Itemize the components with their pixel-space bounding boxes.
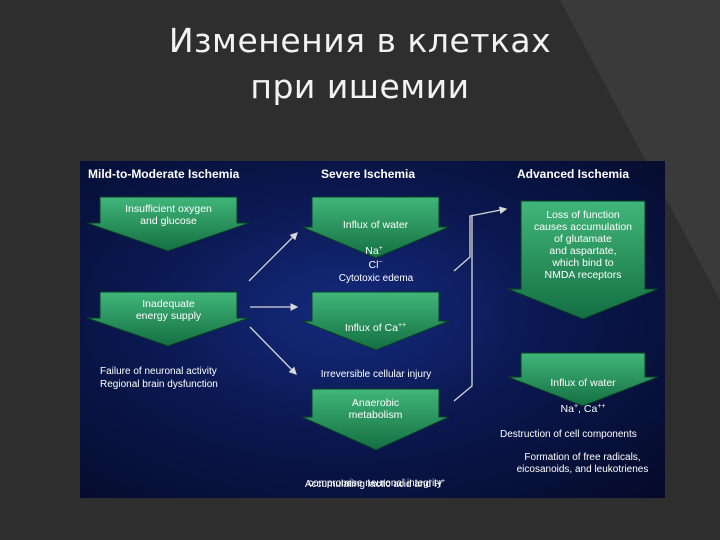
label-na: Na: [365, 245, 379, 257]
note-lactic-acid-sup: +: [441, 478, 446, 485]
label-loss-of-function: Loss of function causes accumulation of …: [533, 209, 633, 281]
note-lactic-acid: Accumulating lactic acid and H+: [275, 464, 475, 491]
note-failure-neuronal-activity: Failure of neuronal activity: [100, 366, 217, 377]
label-influx-water-line1-adv: Influx of water: [550, 377, 616, 389]
arrow-box-influx-water-na-cl: [301, 196, 450, 259]
label-influx-water-line1: Influx of water: [342, 219, 409, 231]
note-neuronal-integrity: compromise neuronal integrity: [308, 478, 442, 489]
note-cytotoxic-edema: Cytotoxic edema: [338, 273, 414, 284]
label-na-adv-sup: +: [573, 403, 579, 410]
note-lactic-acid-text: Accumulating lactic acid and H: [304, 479, 442, 490]
label-influx-ca-sup: ++: [397, 322, 407, 329]
label-inadequate-energy: Inadequate energy supply: [135, 298, 202, 322]
note-destruction-cell-components: Destruction of cell components: [500, 429, 637, 440]
column-heading-severe: Severe Ischemia: [321, 167, 416, 181]
label-cl: Cl: [368, 259, 379, 271]
label-influx-water-na-cl: Influx of water Na+ Cl−: [312, 207, 439, 271]
label-ca-adv-sup: ++: [597, 403, 606, 410]
label-anaerobic-metabolism: Anaerobic metabolism: [348, 397, 403, 421]
connector-arrow-to-irreversible: [249, 326, 297, 375]
diagram-shapes: [86, 196, 659, 451]
note-free-radicals: Formation of free radicals, eicosanoids,…: [516, 452, 649, 475]
slide-title-line-2: при ишемии: [250, 67, 470, 106]
column-heading-advanced: Advanced Ischemia: [517, 167, 630, 181]
arrow-box-insufficient-oxygen: [86, 196, 250, 252]
arrow-box-influx-water-na-ca: [507, 352, 659, 407]
label-ca-adv: , Ca: [578, 403, 598, 415]
arrow-box-anaerobic-metabolism: [301, 388, 450, 451]
label-insufficient-oxygen: Insufficient oxygen and glucose: [125, 203, 212, 227]
connector-arrow-to-water: [248, 232, 298, 282]
label-influx-water-na-ca: Influx of water Na+, Ca++: [521, 365, 645, 415]
note-regional-brain-dysfunction: Regional brain dysfunction: [100, 379, 218, 390]
ischemia-diagram: Mild-to-Moderate Ischemia Severe Ischemi…: [80, 161, 665, 498]
label-na-adv: Na: [560, 403, 574, 415]
arrow-box-loss-of-function: [507, 200, 659, 320]
arrow-box-influx-ca: [301, 291, 450, 351]
label-cl-sup: −: [378, 259, 383, 266]
column-heading-mild: Mild-to-Moderate Ischemia: [88, 167, 240, 181]
connector-arrow-to-destruction: [453, 216, 473, 402]
note-irreversible-injury: Irreversible cellular injury: [320, 369, 432, 380]
arrow-box-inadequate-energy: [86, 291, 250, 347]
label-influx-ca-text: Influx of Ca: [344, 322, 398, 334]
slide-title: Изменения в клетках при ишемии: [0, 18, 720, 110]
connector-arrow-to-advanced: [453, 206, 508, 272]
slide-title-line-1: Изменения в клетках: [168, 21, 552, 60]
label-na-sup: +: [378, 245, 383, 252]
label-influx-ca: Influx of Ca++: [312, 308, 439, 334]
